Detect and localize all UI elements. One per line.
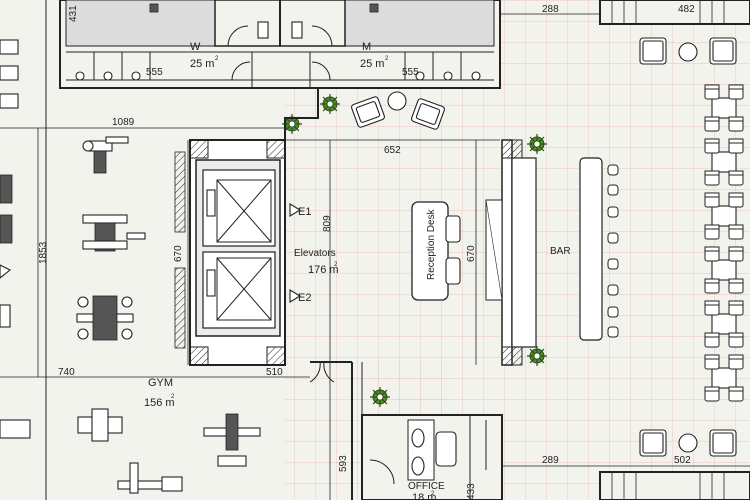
dim-670-left: 670 bbox=[173, 245, 184, 262]
dim-652: 652 bbox=[384, 145, 401, 156]
dim-670-right: 670 bbox=[466, 245, 477, 262]
office-area-sup: 2 bbox=[431, 491, 435, 497]
plant-icon bbox=[319, 93, 341, 115]
dim-593: 593 bbox=[338, 455, 349, 472]
lobby-grid-floor-lower bbox=[352, 360, 452, 420]
toilet-m-label: M bbox=[362, 41, 371, 53]
bar-high-table bbox=[579, 157, 619, 341]
elevators-area-sup: 2 bbox=[334, 262, 338, 268]
toilet-m-area: 25 m bbox=[360, 58, 384, 70]
dim-1089: 1089 bbox=[112, 117, 135, 128]
bar-counter bbox=[485, 139, 537, 366]
top-right-stairs bbox=[500, 0, 750, 25]
toilet-w-label: W bbox=[190, 41, 201, 53]
gym-area-sup: 2 bbox=[171, 394, 175, 400]
plant-icon bbox=[526, 345, 548, 367]
office-room bbox=[361, 414, 503, 500]
reception-desk bbox=[411, 201, 461, 301]
left-edge-equipment bbox=[0, 39, 31, 439]
bottom-right-stairs bbox=[500, 465, 750, 500]
dining-tables bbox=[704, 84, 744, 402]
dim-740: 740 bbox=[58, 367, 75, 378]
toilet-w-area: 25 m bbox=[190, 58, 214, 70]
dim-555-label: 555 bbox=[146, 67, 163, 78]
elevator-core bbox=[189, 139, 302, 366]
office-label: OFFICE bbox=[408, 481, 445, 492]
elevator-e2-label: E2 bbox=[298, 292, 311, 304]
lower-corridor bbox=[309, 361, 363, 500]
dim-431-top: 431 bbox=[68, 5, 79, 22]
plant-icon bbox=[369, 386, 391, 408]
bottom-lounge-seating bbox=[639, 429, 737, 457]
dim-433: 433 bbox=[466, 483, 477, 500]
plant-icon bbox=[526, 133, 548, 155]
top-lounge-seating bbox=[639, 37, 737, 65]
toilet-m-area-sup: 2 bbox=[385, 56, 389, 62]
elevators-label: Elevators bbox=[294, 248, 336, 259]
dim-482: 482 bbox=[678, 4, 695, 15]
gym-slat-wall bbox=[174, 140, 189, 365]
elevator-e1-label: E1 bbox=[298, 206, 311, 218]
bar-label: BAR bbox=[550, 246, 571, 257]
dim-289: 289 bbox=[542, 455, 559, 466]
gym-equipment bbox=[76, 136, 261, 494]
gym-label: GYM bbox=[148, 377, 173, 389]
lobby-armchairs bbox=[351, 91, 445, 130]
dim-555-label-right: 555 bbox=[402, 67, 419, 78]
dim-502: 502 bbox=[674, 455, 691, 466]
dim-809: 809 bbox=[322, 215, 333, 232]
elevators-area: 176 m bbox=[308, 264, 339, 276]
gym-area: 156 m bbox=[144, 397, 175, 409]
toilets-block bbox=[59, 0, 501, 89]
dim-510: 510 bbox=[266, 367, 283, 378]
reception-desk-label: Reception Desk bbox=[426, 208, 437, 280]
lobby-wall bbox=[284, 88, 319, 140]
toilet-w-area-sup: 2 bbox=[215, 56, 219, 62]
dim-288: 288 bbox=[542, 4, 559, 15]
office-area: 18 m bbox=[412, 492, 436, 500]
dim-1853: 1853 bbox=[38, 241, 49, 264]
